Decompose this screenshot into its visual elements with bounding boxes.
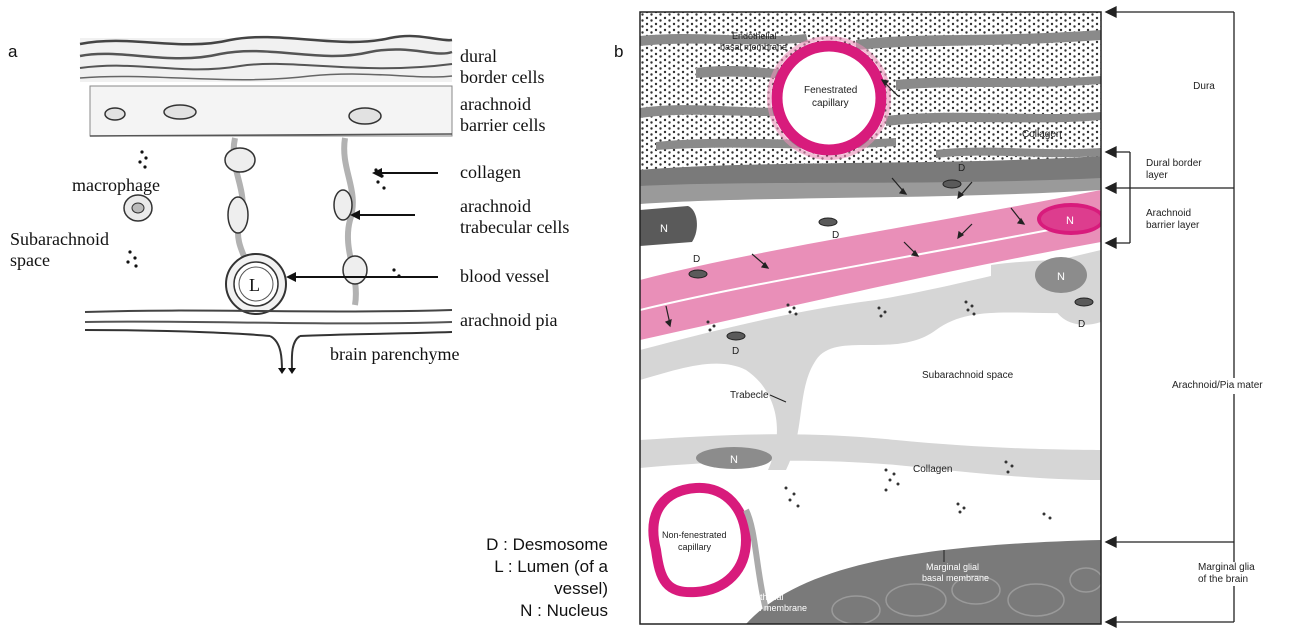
trabecular-cell	[343, 256, 367, 284]
trabecular-cell	[228, 197, 248, 233]
label-desmosome-d: D	[693, 254, 700, 265]
label-endothelial-top-2: basal membrane	[720, 42, 787, 52]
label-arachnoid-barrier-cells: arachnoid barrier cells	[460, 94, 545, 136]
label-subarachnoid-space: Subarachnoid space	[10, 229, 109, 271]
side-label-dura: Dura	[1187, 81, 1221, 93]
label-fenestrated-capillary-1: Fenestrated	[804, 85, 857, 96]
label-nucleus-n: N	[1066, 215, 1074, 227]
panel-a-letter: a	[8, 42, 17, 62]
label-collagen-top: Collagen	[1022, 129, 1061, 140]
side-label-arachnoid-barrier: Arachnoid barrier layer	[1146, 208, 1199, 232]
label-desmosome-d: D	[958, 163, 965, 174]
desmosome	[727, 332, 745, 340]
barrier-nucleus	[349, 108, 381, 124]
label-collagen: collagen	[460, 162, 521, 183]
label-nucleus-n: N	[660, 223, 668, 235]
label-marginal-basal-1: Marginal glial	[926, 562, 979, 572]
label-marginal-basal-2: basal membrane	[922, 573, 989, 583]
label-desmosome-d: D	[732, 346, 739, 357]
desmosome	[943, 180, 961, 188]
label-endothelial-bottom-1: endothelial	[740, 592, 784, 602]
label-arachnoid-trabecular-cells: arachnoid trabecular cells	[460, 196, 569, 238]
nonfenestrated-capillary	[653, 488, 746, 592]
side-brackets	[1100, 0, 1289, 630]
label-subarachnoid-space: Subarachnoid space	[922, 370, 1014, 381]
legend-nucleus: N : Nucleus	[430, 600, 608, 622]
panel-b-letter: b	[614, 42, 623, 62]
legend-desmosome: D : Desmosome	[430, 534, 608, 556]
desmosome	[819, 218, 837, 226]
legend: D : Desmosome L : Lumen (of a vessel) N …	[430, 534, 608, 622]
desmosome	[689, 270, 707, 278]
label-dural-border-cells: dural border cells	[460, 46, 544, 88]
label-nucleus-n: N	[1057, 271, 1065, 283]
desmosome	[1075, 298, 1093, 306]
trabecular-cell	[334, 190, 352, 220]
legend-lumen-cont: vessel)	[430, 578, 608, 600]
label-arachnoid-pia: arachnoid pia	[460, 310, 557, 331]
label-brain-parenchyme: brain parenchyme	[330, 344, 459, 365]
label-trabecle: Trabecle	[730, 390, 769, 401]
label-nonfenestrated-2: capillary	[678, 542, 712, 552]
lumen-label: L	[249, 275, 260, 295]
side-label-dural-border: Dural border layer	[1146, 158, 1202, 182]
label-endothelial-bottom-2: basal membrane	[740, 603, 807, 613]
label-macrophage: macrophage	[72, 175, 160, 196]
trabecular-cell	[225, 148, 255, 172]
nucleus-left	[640, 206, 697, 246]
label-nonfenestrated-1: Non-fenestrated	[662, 530, 727, 540]
label-desmosome-d: D	[1078, 319, 1085, 330]
label-collagen-bottom: Collagen	[913, 464, 952, 475]
side-label-marginal-glia: Marginal glia of the brain	[1198, 562, 1255, 586]
legend-lumen: L : Lumen (of a	[430, 556, 608, 578]
barrier-nucleus	[164, 105, 196, 119]
barrier-nucleus	[105, 108, 125, 120]
side-label-arachnoid-pia: Arachnoid/Pia mater	[1172, 378, 1263, 394]
label-nucleus-n: N	[730, 454, 738, 466]
panel-b-illustration: Endothelial basal membrane Fenestrated c…	[636, 10, 1106, 626]
label-fenestrated-capillary-2: capillary	[812, 98, 849, 109]
label-endothelial-top-1: Endothelial	[732, 31, 777, 41]
panel-a-illustration: L	[60, 30, 455, 385]
label-blood-vessel: blood vessel	[460, 266, 550, 287]
label-desmosome-d: D	[832, 230, 839, 241]
